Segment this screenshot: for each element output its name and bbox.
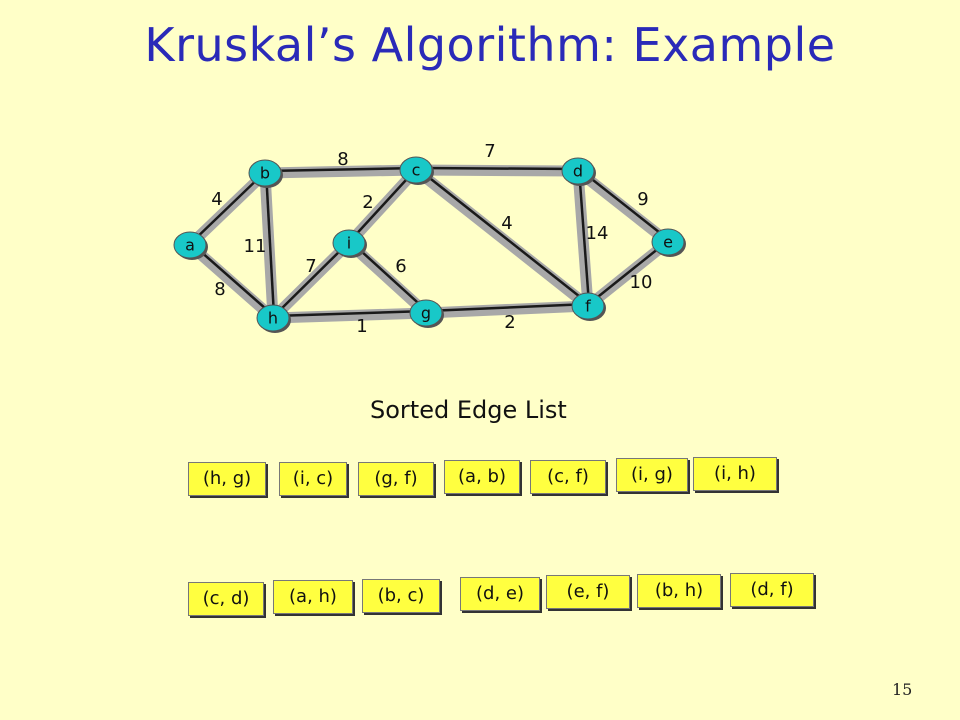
node-label-d: d: [573, 162, 583, 181]
node-label-a: a: [185, 236, 195, 255]
node-h: h: [256, 304, 291, 333]
node-label-e: e: [663, 233, 673, 252]
edge-list-row-2-edge-6: (b, h): [637, 574, 721, 608]
node-circle-a: [173, 231, 207, 259]
node-circle-g: [409, 299, 443, 327]
node-g: g: [409, 299, 444, 328]
node-label-b: b: [260, 164, 270, 183]
edge-weight-c-i: 2: [362, 192, 373, 213]
node-circle-h: [256, 304, 290, 332]
edge-a-b: [190, 170, 267, 244]
edge-highlight-d-e: [572, 165, 674, 248]
node-circle-c: [399, 156, 433, 184]
edge-list-row-2-edge-2: (a, h): [273, 580, 353, 614]
node-circle-e: [651, 228, 685, 256]
slide-title: Kruskal’s Algorithm: Example: [144, 18, 836, 72]
node-circle-i: [332, 229, 366, 257]
edge-c-f: [416, 167, 590, 305]
edge-c-d: [416, 166, 580, 171]
edge-weight-a-h: 8: [214, 279, 225, 300]
edge-list-row-1-edge-4: (a, b): [444, 460, 520, 494]
edge-list-row-2-edge-5: (e, f): [546, 575, 630, 609]
edge-b-h: [264, 170, 276, 317]
edge-b-c: [265, 166, 418, 173]
edge-list-row-1-edge-7: (i, h): [693, 457, 777, 491]
edge-list-row-2-edge-7: (d, f): [730, 573, 814, 607]
edge-list-row-1-edge-1: (h, g): [188, 462, 266, 496]
edge-weight-h-g: 1: [356, 316, 367, 337]
edge-highlight-c-d: [410, 164, 584, 177]
node-label-c: c: [412, 161, 421, 180]
node-e: e: [651, 228, 686, 257]
edge-highlight-c-f: [410, 164, 594, 312]
edge-weight-i-h: 7: [305, 256, 316, 277]
edge-highlight-i-g: [343, 237, 432, 319]
edge-weight-b-h: 11: [244, 236, 267, 257]
edge-list-row-2-edge-4: (d, e): [460, 577, 540, 611]
edge-list-row-2-edge-1: (c, d): [188, 582, 264, 616]
edge-weight-a-b: 4: [211, 189, 222, 210]
edge-weight-g-f: 2: [504, 312, 515, 333]
node-circle-b: [248, 159, 282, 187]
edge-weight-d-e: 9: [637, 189, 648, 210]
edge-weight-c-d: 7: [484, 141, 495, 162]
node-label-f: f: [585, 297, 591, 316]
node-f: f: [571, 292, 606, 321]
node-b: b: [248, 159, 283, 188]
edge-weight-d-f: 14: [586, 223, 609, 244]
edge-d-f: [577, 168, 591, 305]
edge-list-row-2-edge-3: (b, c): [362, 579, 440, 613]
edge-i-h: [273, 240, 351, 317]
edge-highlight-g-f: [420, 300, 594, 319]
node-d: d: [561, 157, 596, 186]
node-label-i: i: [347, 234, 351, 253]
edge-highlight-h-g: [267, 307, 432, 324]
edge-h-g: [273, 309, 428, 318]
nodes-layer: a b c d e f g h i: [173, 156, 686, 333]
edge-list-row-1-edge-5: (c, f): [530, 460, 606, 494]
node-circle-d: [561, 157, 595, 185]
edge-weight-b-c: 8: [337, 149, 348, 170]
edge-weight-c-f: 4: [501, 213, 512, 234]
edge-list-row-1-edge-6: (i, g): [616, 458, 688, 492]
edge-weight-e-f: 10: [630, 272, 653, 293]
node-a: a: [173, 231, 208, 260]
node-label-g: g: [421, 304, 431, 323]
node-circle-f: [571, 292, 605, 320]
edge-a-h: [190, 242, 275, 317]
node-c: c: [399, 156, 434, 185]
edge-highlight-b-c: [259, 164, 422, 179]
edge-weight-i-g: 6: [395, 256, 406, 277]
edge-list-row-1-edge-3: (g, f): [358, 462, 434, 496]
edge-highlight-a-h: [184, 239, 279, 324]
page-number: 15: [892, 680, 913, 699]
edge-d-e: [578, 168, 670, 241]
edge-list-row-1-edge-2: (i, c): [279, 462, 347, 496]
node-label-h: h: [268, 309, 278, 328]
node-i: i: [332, 229, 367, 258]
edge-g-f: [426, 302, 590, 313]
edge-list-heading: Sorted Edge List: [370, 396, 567, 424]
edge-weights-layer: 4 8 11 8 2 7 4 7 6 1 2 14 9 10: [211, 141, 652, 337]
